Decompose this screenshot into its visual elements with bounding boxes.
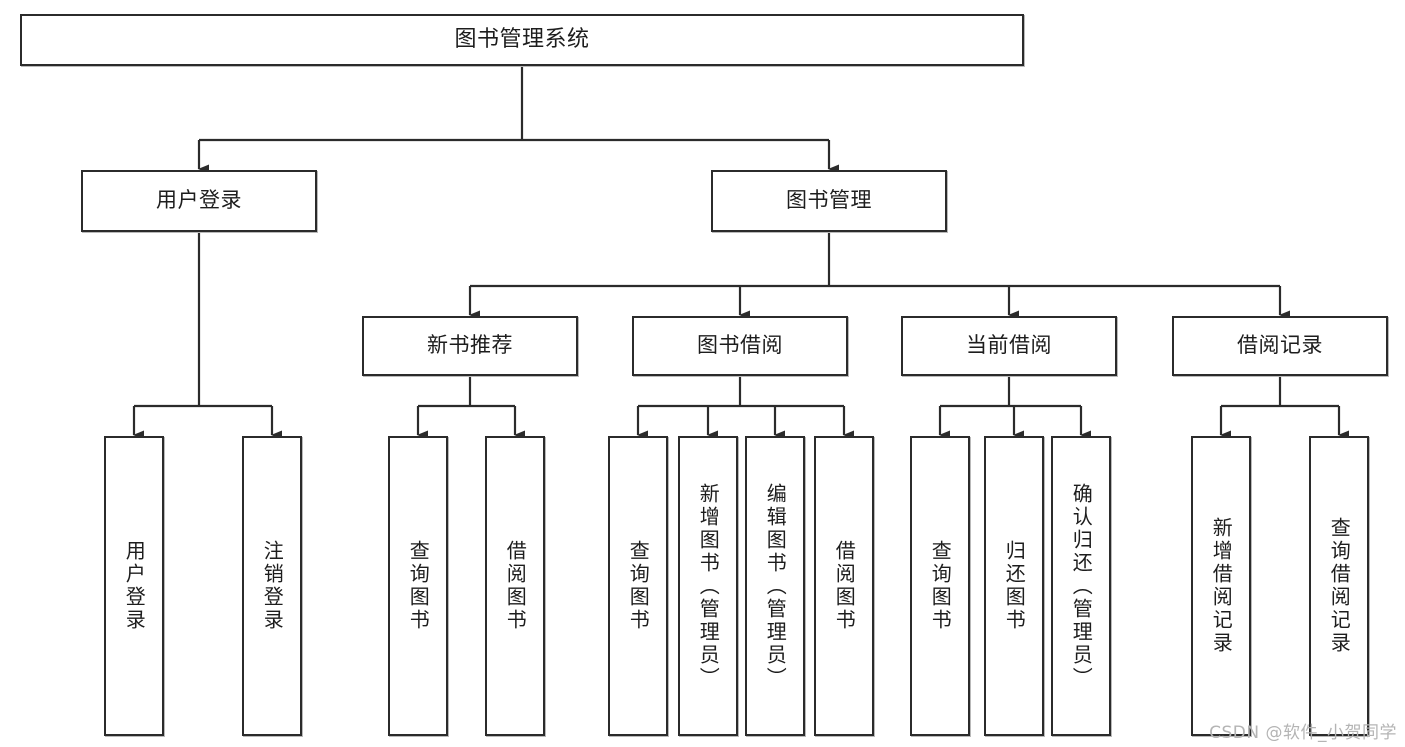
- node-book-manage-label: 图书管理: [786, 188, 872, 213]
- node-leaf-return-book-label: 归还图书: [1002, 540, 1027, 632]
- node-leaf-confirm-return-label: 确认归还（管理员）: [1069, 482, 1094, 690]
- node-leaf-query-record[interactable]: 查询借阅记录: [1309, 436, 1369, 736]
- node-leaf-add-record-label: 新增借阅记录: [1209, 517, 1234, 655]
- node-leaf-return-book[interactable]: 归还图书: [984, 436, 1044, 736]
- node-leaf-query-book-1[interactable]: 查询图书: [388, 436, 448, 736]
- node-leaf-edit-book[interactable]: 编辑图书（管理员）: [745, 436, 805, 736]
- node-leaf-borrow-book-2-label: 借阅图书: [832, 540, 857, 632]
- node-leaf-add-record[interactable]: 新增借阅记录: [1191, 436, 1251, 736]
- node-leaf-user-login[interactable]: 用户登录: [104, 436, 164, 736]
- node-leaf-add-book-label: 新增图书（管理员）: [696, 482, 721, 690]
- node-leaf-logout[interactable]: 注销登录: [242, 436, 302, 736]
- node-borrow-record-label: 借阅记录: [1237, 333, 1323, 358]
- node-leaf-edit-book-label: 编辑图书（管理员）: [763, 482, 788, 690]
- node-book-borrow-label: 图书借阅: [697, 333, 783, 358]
- node-leaf-borrow-book-1[interactable]: 借阅图书: [485, 436, 545, 736]
- node-leaf-query-book-3[interactable]: 查询图书: [910, 436, 970, 736]
- node-leaf-borrow-book-2[interactable]: 借阅图书: [814, 436, 874, 736]
- node-leaf-add-book[interactable]: 新增图书（管理员）: [678, 436, 738, 736]
- node-current-borrow-label: 当前借阅: [966, 333, 1052, 358]
- node-leaf-query-record-label: 查询借阅记录: [1327, 517, 1352, 655]
- node-new-book-rec[interactable]: 新书推荐: [362, 316, 578, 376]
- node-leaf-borrow-book-1-label: 借阅图书: [503, 540, 528, 632]
- node-root[interactable]: 图书管理系统: [20, 14, 1024, 66]
- node-borrow-record[interactable]: 借阅记录: [1172, 316, 1388, 376]
- node-new-book-rec-label: 新书推荐: [427, 333, 513, 358]
- node-leaf-query-book-2[interactable]: 查询图书: [608, 436, 668, 736]
- node-leaf-query-book-2-label: 查询图书: [626, 540, 651, 632]
- node-leaf-query-book-1-label: 查询图书: [406, 540, 431, 632]
- node-leaf-logout-label: 注销登录: [260, 540, 285, 632]
- node-leaf-query-book-3-label: 查询图书: [928, 540, 953, 632]
- node-current-borrow[interactable]: 当前借阅: [901, 316, 1117, 376]
- node-leaf-user-login-label: 用户登录: [122, 540, 147, 632]
- watermark: CSDN @软件_小贺同学: [1209, 723, 1397, 743]
- node-book-borrow[interactable]: 图书借阅: [632, 316, 848, 376]
- node-user-login[interactable]: 用户登录: [81, 170, 317, 232]
- node-user-login-label: 用户登录: [156, 188, 242, 213]
- node-leaf-confirm-return[interactable]: 确认归还（管理员）: [1051, 436, 1111, 736]
- node-root-label: 图书管理系统: [454, 26, 590, 52]
- node-book-manage[interactable]: 图书管理: [711, 170, 947, 232]
